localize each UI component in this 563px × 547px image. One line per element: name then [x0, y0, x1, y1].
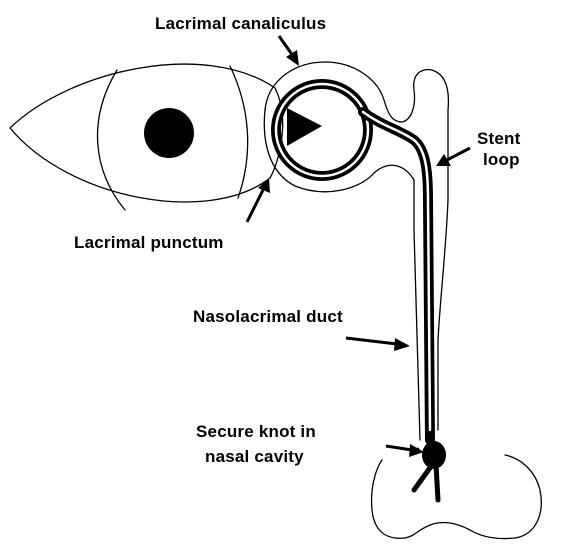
labels: Lacrimal canaliculus Stent loop Lacrimal… — [74, 14, 521, 466]
pupil — [144, 108, 194, 158]
duct-top-edge — [375, 165, 414, 180]
duct-arrow — [346, 338, 410, 351]
nose-outline — [372, 455, 542, 539]
punctum-arrow — [247, 178, 270, 222]
nose — [372, 448, 542, 539]
knot-arrow — [386, 444, 424, 457]
knot-tail-down — [436, 465, 438, 500]
knot-tail-left — [414, 465, 432, 490]
label-lacrimal-punctum: Lacrimal punctum — [74, 233, 224, 252]
eye — [10, 64, 283, 210]
label-secure-knot-line1: Secure knot in — [196, 422, 316, 441]
label-nasolacrimal-duct: Nasolacrimal duct — [193, 307, 343, 326]
iris-left-arc — [98, 70, 125, 210]
stent-tube — [363, 112, 430, 440]
stent-loop-arrow — [436, 148, 470, 166]
stent-loop — [276, 84, 430, 440]
label-stent-loop-line1: Stent — [477, 129, 521, 148]
label-secure-knot-line2: nasal cavity — [205, 447, 304, 466]
label-stent-loop-line2: loop — [483, 150, 520, 169]
iris-right-arc — [230, 66, 248, 198]
canaliculus-arrow — [279, 36, 299, 66]
label-lacrimal-canaliculus: Lacrimal canaliculus — [155, 14, 326, 33]
duct-left-outline — [414, 180, 420, 440]
eyelid-wedge — [287, 108, 322, 146]
